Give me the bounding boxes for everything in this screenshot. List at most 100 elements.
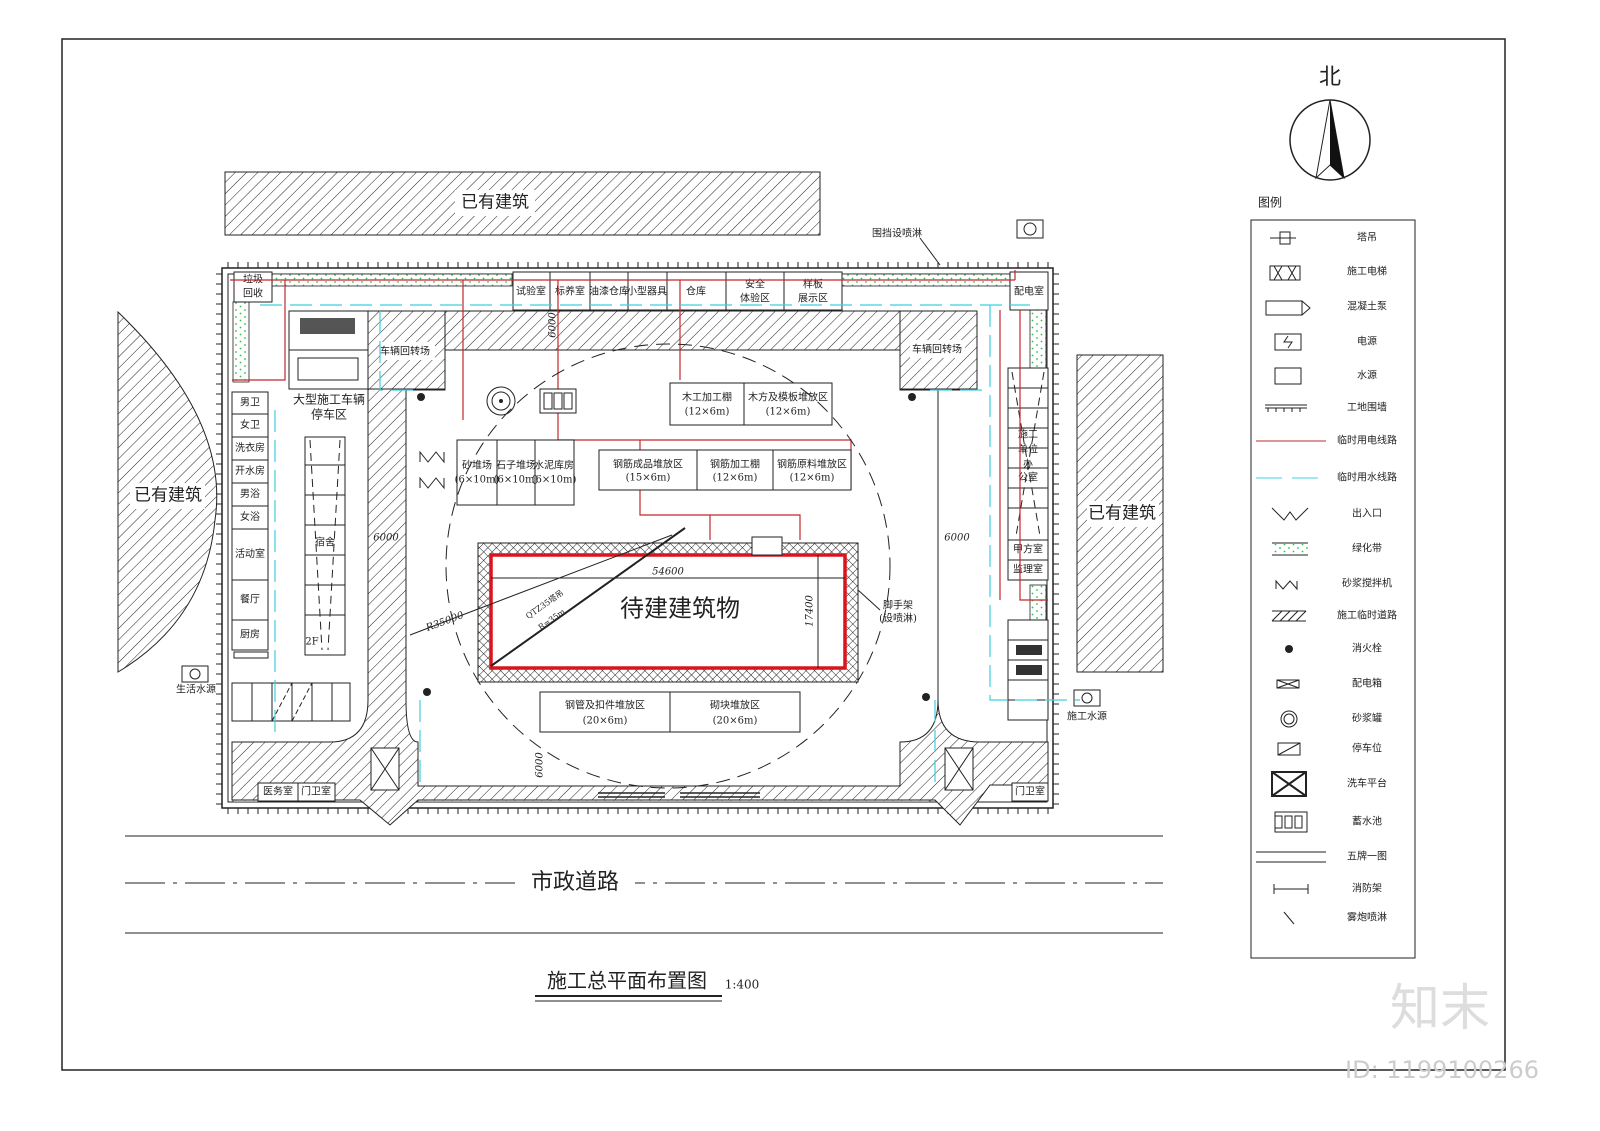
left-room: 活动室 xyxy=(235,547,265,560)
legend-label: 砂浆罐 xyxy=(1352,712,1382,725)
legend-label: 绿化带 xyxy=(1352,542,1382,555)
legend-symbol-icon xyxy=(1269,265,1301,281)
water-tank-icon xyxy=(539,388,577,414)
svg-text:钢筋加工棚: 钢筋加工棚 xyxy=(710,458,760,471)
svg-text:办: 办 xyxy=(1023,458,1033,471)
svg-text:6000: 6000 xyxy=(373,533,399,544)
watermark-id: ID: 1199100266 xyxy=(1345,1056,1539,1084)
turnaround-left: 车辆回转场 xyxy=(380,345,430,358)
parking-spaces-left xyxy=(231,682,351,722)
legend-item: 出入口 xyxy=(1271,507,1382,521)
legend-label: 停车位 xyxy=(1352,742,1382,755)
svg-text:木方及模板堆放区: 木方及模板堆放区 xyxy=(748,391,828,404)
legend-label: 消火栓 xyxy=(1352,642,1382,655)
temporary-water-lines xyxy=(260,304,1080,785)
svg-text:样板: 样板 xyxy=(803,278,823,291)
material-yards: 砂堆场(6×10m) 石子堆场(6×10m) 水泥库房(6×10m) 钢筋成品堆… xyxy=(455,382,852,733)
legend-symbol-icon xyxy=(1275,579,1298,591)
svg-text:宿舍: 宿舍 xyxy=(315,536,335,549)
svg-text:试验室: 试验室 xyxy=(516,285,546,298)
legend-symbol-icon xyxy=(1274,367,1302,385)
turnaround-right: 车辆回转场 xyxy=(912,343,962,356)
five-boards-icon xyxy=(598,792,760,798)
svg-text:(20×6m): (20×6m) xyxy=(713,716,758,727)
left-room: 厨房 xyxy=(240,628,260,641)
large-vehicle-parking: 大型施工车辆 停车区 xyxy=(288,310,369,422)
north-arrow-icon: 北 xyxy=(1289,65,1371,181)
legend-symbol-icon xyxy=(1270,231,1296,245)
fire-rack-icon xyxy=(233,651,269,659)
legend-label: 临时用电线路 xyxy=(1337,434,1397,447)
power-source-icon xyxy=(1016,219,1044,239)
svg-text:(6×10m): (6×10m) xyxy=(455,475,500,486)
svg-text:6000: 6000 xyxy=(548,312,559,338)
legend-item: 砂浆罐 xyxy=(1280,710,1382,728)
legend-item: 五牌一图 xyxy=(1256,850,1387,863)
legend-label: 砂浆搅拌机 xyxy=(1342,577,1392,590)
svg-text:54600: 54600 xyxy=(652,567,684,578)
legend-item: 配电箱 xyxy=(1276,677,1382,690)
guard-room-left: 门卫室 xyxy=(301,785,331,798)
green-belt xyxy=(1029,584,1047,621)
legend-label: 洗车平台 xyxy=(1347,777,1387,790)
left-room: 餐厅 xyxy=(240,593,260,606)
fire-hydrant-icon xyxy=(908,393,916,401)
svg-text:小型器具: 小型器具 xyxy=(627,285,667,298)
svg-text:仓库: 仓库 xyxy=(686,285,706,298)
legend-label: 电源 xyxy=(1357,335,1377,348)
svg-text:垃圾: 垃圾 xyxy=(243,273,263,286)
left-room: 男卫 xyxy=(240,397,260,409)
legend-title: 图例 xyxy=(1258,196,1282,210)
svg-text:体验区: 体验区 xyxy=(740,292,770,305)
svg-text:(12×6m): (12×6m) xyxy=(766,407,811,418)
left-room: 女卫 xyxy=(240,418,260,431)
living-water-label: 生活水源 xyxy=(176,683,216,696)
svg-text:钢筋成品堆放区: 钢筋成品堆放区 xyxy=(613,458,683,471)
fire-hydrant-icon xyxy=(417,393,425,401)
svg-text:(12×6m): (12×6m) xyxy=(713,473,758,484)
svg-text:配电室: 配电室 xyxy=(1014,285,1044,298)
legend-label: 出入口 xyxy=(1352,507,1382,520)
svg-text:2F: 2F xyxy=(305,637,318,648)
wall-ticks xyxy=(216,262,1059,814)
existing-building-left: 已有建筑 xyxy=(117,310,218,673)
svg-text:标养室: 标养室 xyxy=(555,285,585,298)
legend-symbol-icon xyxy=(1277,742,1301,756)
svg-text:油漆仓库: 油漆仓库 xyxy=(589,285,629,298)
svg-text:(15×6m): (15×6m) xyxy=(626,473,671,484)
legend-item: 绿化带 xyxy=(1272,542,1382,556)
svg-text:大型施工车辆: 大型施工车辆 xyxy=(293,392,365,407)
legend-symbol-icon xyxy=(1272,542,1308,556)
svg-text:砌块堆放区: 砌块堆放区 xyxy=(710,699,760,712)
legend-label: 水源 xyxy=(1357,369,1377,382)
legend-label: 临时用水线路 xyxy=(1337,471,1397,484)
svg-text:(12×6m): (12×6m) xyxy=(685,407,730,418)
svg-text:木工加工棚: 木工加工棚 xyxy=(682,391,732,404)
legend-symbol-icon xyxy=(1256,851,1326,863)
guard-room-right: 门卫室 xyxy=(1015,785,1045,798)
left-room: 开水房 xyxy=(235,464,265,477)
legend-label: 施工电梯 xyxy=(1347,265,1387,278)
svg-text:已有建筑: 已有建筑 xyxy=(1088,504,1156,524)
clinic-room: 医务室 xyxy=(263,785,293,798)
svg-text:(6×10m): (6×10m) xyxy=(532,475,577,486)
dormitory: 宿舍 2F xyxy=(304,436,346,656)
municipal-road: 市政道路 xyxy=(125,835,1163,934)
legend-label: 混凝土泵 xyxy=(1347,300,1387,313)
legend-item: 临时用电线路 xyxy=(1256,434,1397,447)
legend-symbol-icon xyxy=(1265,404,1307,412)
legend-symbol-icon xyxy=(1283,911,1295,925)
svg-text:钢管及扣件堆放区: 钢管及扣件堆放区 xyxy=(565,699,645,712)
svg-text:6000: 6000 xyxy=(944,533,970,544)
legend-item: 水源 xyxy=(1274,367,1377,385)
building-to-be-constructed: 54600 17400 待建建筑物 R35000 QTZ35塔吊 R=35m 脚… xyxy=(409,527,917,683)
right-rooms: 施工 单位 办 公室 甲方室 监理室 xyxy=(1007,367,1049,721)
legend-label: 配电箱 xyxy=(1352,677,1382,690)
legend-symbol-icon xyxy=(1271,771,1307,797)
svg-text:已有建筑: 已有建筑 xyxy=(461,193,529,213)
construction-water-label: 施工水源 xyxy=(1067,710,1107,723)
legend-item: 临时用水线路 xyxy=(1256,471,1397,484)
left-room: 女浴 xyxy=(240,510,260,523)
svg-text:(12×6m): (12×6m) xyxy=(790,473,835,484)
